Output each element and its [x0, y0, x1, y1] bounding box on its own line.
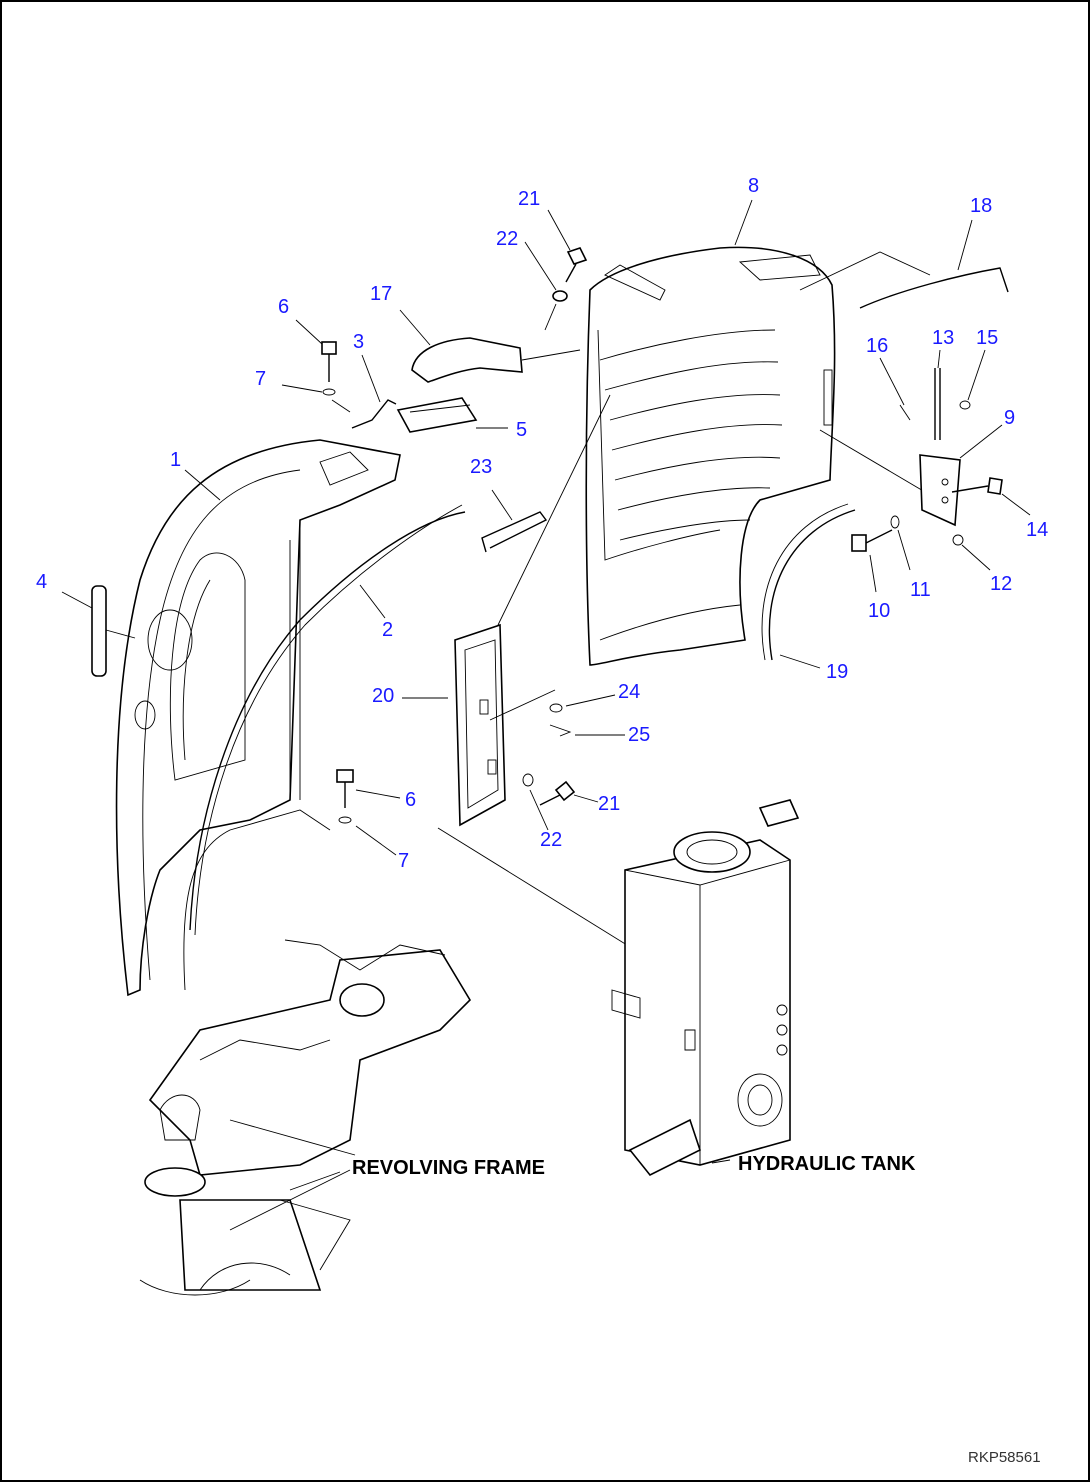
handle-part: [61, 585, 136, 677]
revolving-frame-part: [139, 939, 472, 1296]
callout-23: 23: [470, 456, 492, 478]
hydraulic-tank-part: [611, 799, 800, 1177]
callout-13: 13: [932, 327, 954, 349]
callout-7-upper: 7: [255, 368, 266, 390]
callout-2: 2: [382, 619, 393, 641]
callout-3: 3: [353, 331, 364, 353]
lock-bracket-part: [919, 424, 1003, 527]
callout-4: 4: [36, 571, 47, 593]
callout-11: 11: [910, 579, 931, 601]
callout-22-top: 22: [496, 228, 518, 250]
support-rod-part: [481, 511, 548, 553]
callout-24: 24: [618, 681, 640, 703]
callout-6-upper: 6: [278, 296, 289, 318]
callout-17: 17: [370, 283, 392, 305]
callout-19: 19: [826, 661, 848, 683]
bolt-lower-part: [336, 769, 401, 856]
callout-25: 25: [628, 724, 650, 746]
callout-18: 18: [970, 195, 992, 217]
callout-15: 15: [976, 327, 998, 349]
bolt-upper-part: [281, 319, 351, 413]
label-revolving-frame: REVOLVING FRAME: [352, 1157, 545, 1179]
stopper-part: [399, 309, 581, 383]
callout-21-lower: 21: [598, 793, 620, 815]
callout-6-lower: 6: [405, 789, 416, 811]
callout-9: 9: [1004, 407, 1015, 429]
fender-strip-part: [761, 503, 856, 669]
bolt-10-part: [851, 515, 991, 593]
callout-1: 1: [170, 449, 181, 471]
bolt-lower-right-part: [522, 773, 599, 831]
bolt-14-part: [951, 477, 1031, 516]
callout-5: 5: [516, 419, 527, 441]
seal-strip-part: [189, 511, 466, 931]
callout-16: 16: [866, 335, 888, 357]
bracket-plate-part: [396, 397, 508, 433]
callout-22-lower: 22: [540, 829, 562, 851]
callout-14: 14: [1026, 519, 1048, 541]
trim-strip-part: [799, 219, 1009, 309]
callout-8: 8: [748, 175, 759, 197]
clip-parts: [549, 694, 625, 737]
latch-rod-part: [351, 399, 397, 429]
bolt-top-part: [524, 209, 588, 331]
label-hydraulic-tank: HYDRAULIC TANK: [738, 1153, 916, 1175]
drawing-code: RKP58561: [968, 1449, 1041, 1466]
left-cover-part: [115, 439, 401, 997]
mounting-bracket-part: [402, 394, 611, 827]
callout-10: 10: [868, 600, 890, 622]
latch-pin-parts: [819, 349, 986, 493]
callout-20: 20: [372, 685, 394, 707]
callout-7-lower: 7: [398, 850, 409, 872]
callout-12: 12: [990, 573, 1012, 595]
callout-21-top: 21: [518, 188, 540, 210]
right-cover-part: [585, 246, 836, 666]
